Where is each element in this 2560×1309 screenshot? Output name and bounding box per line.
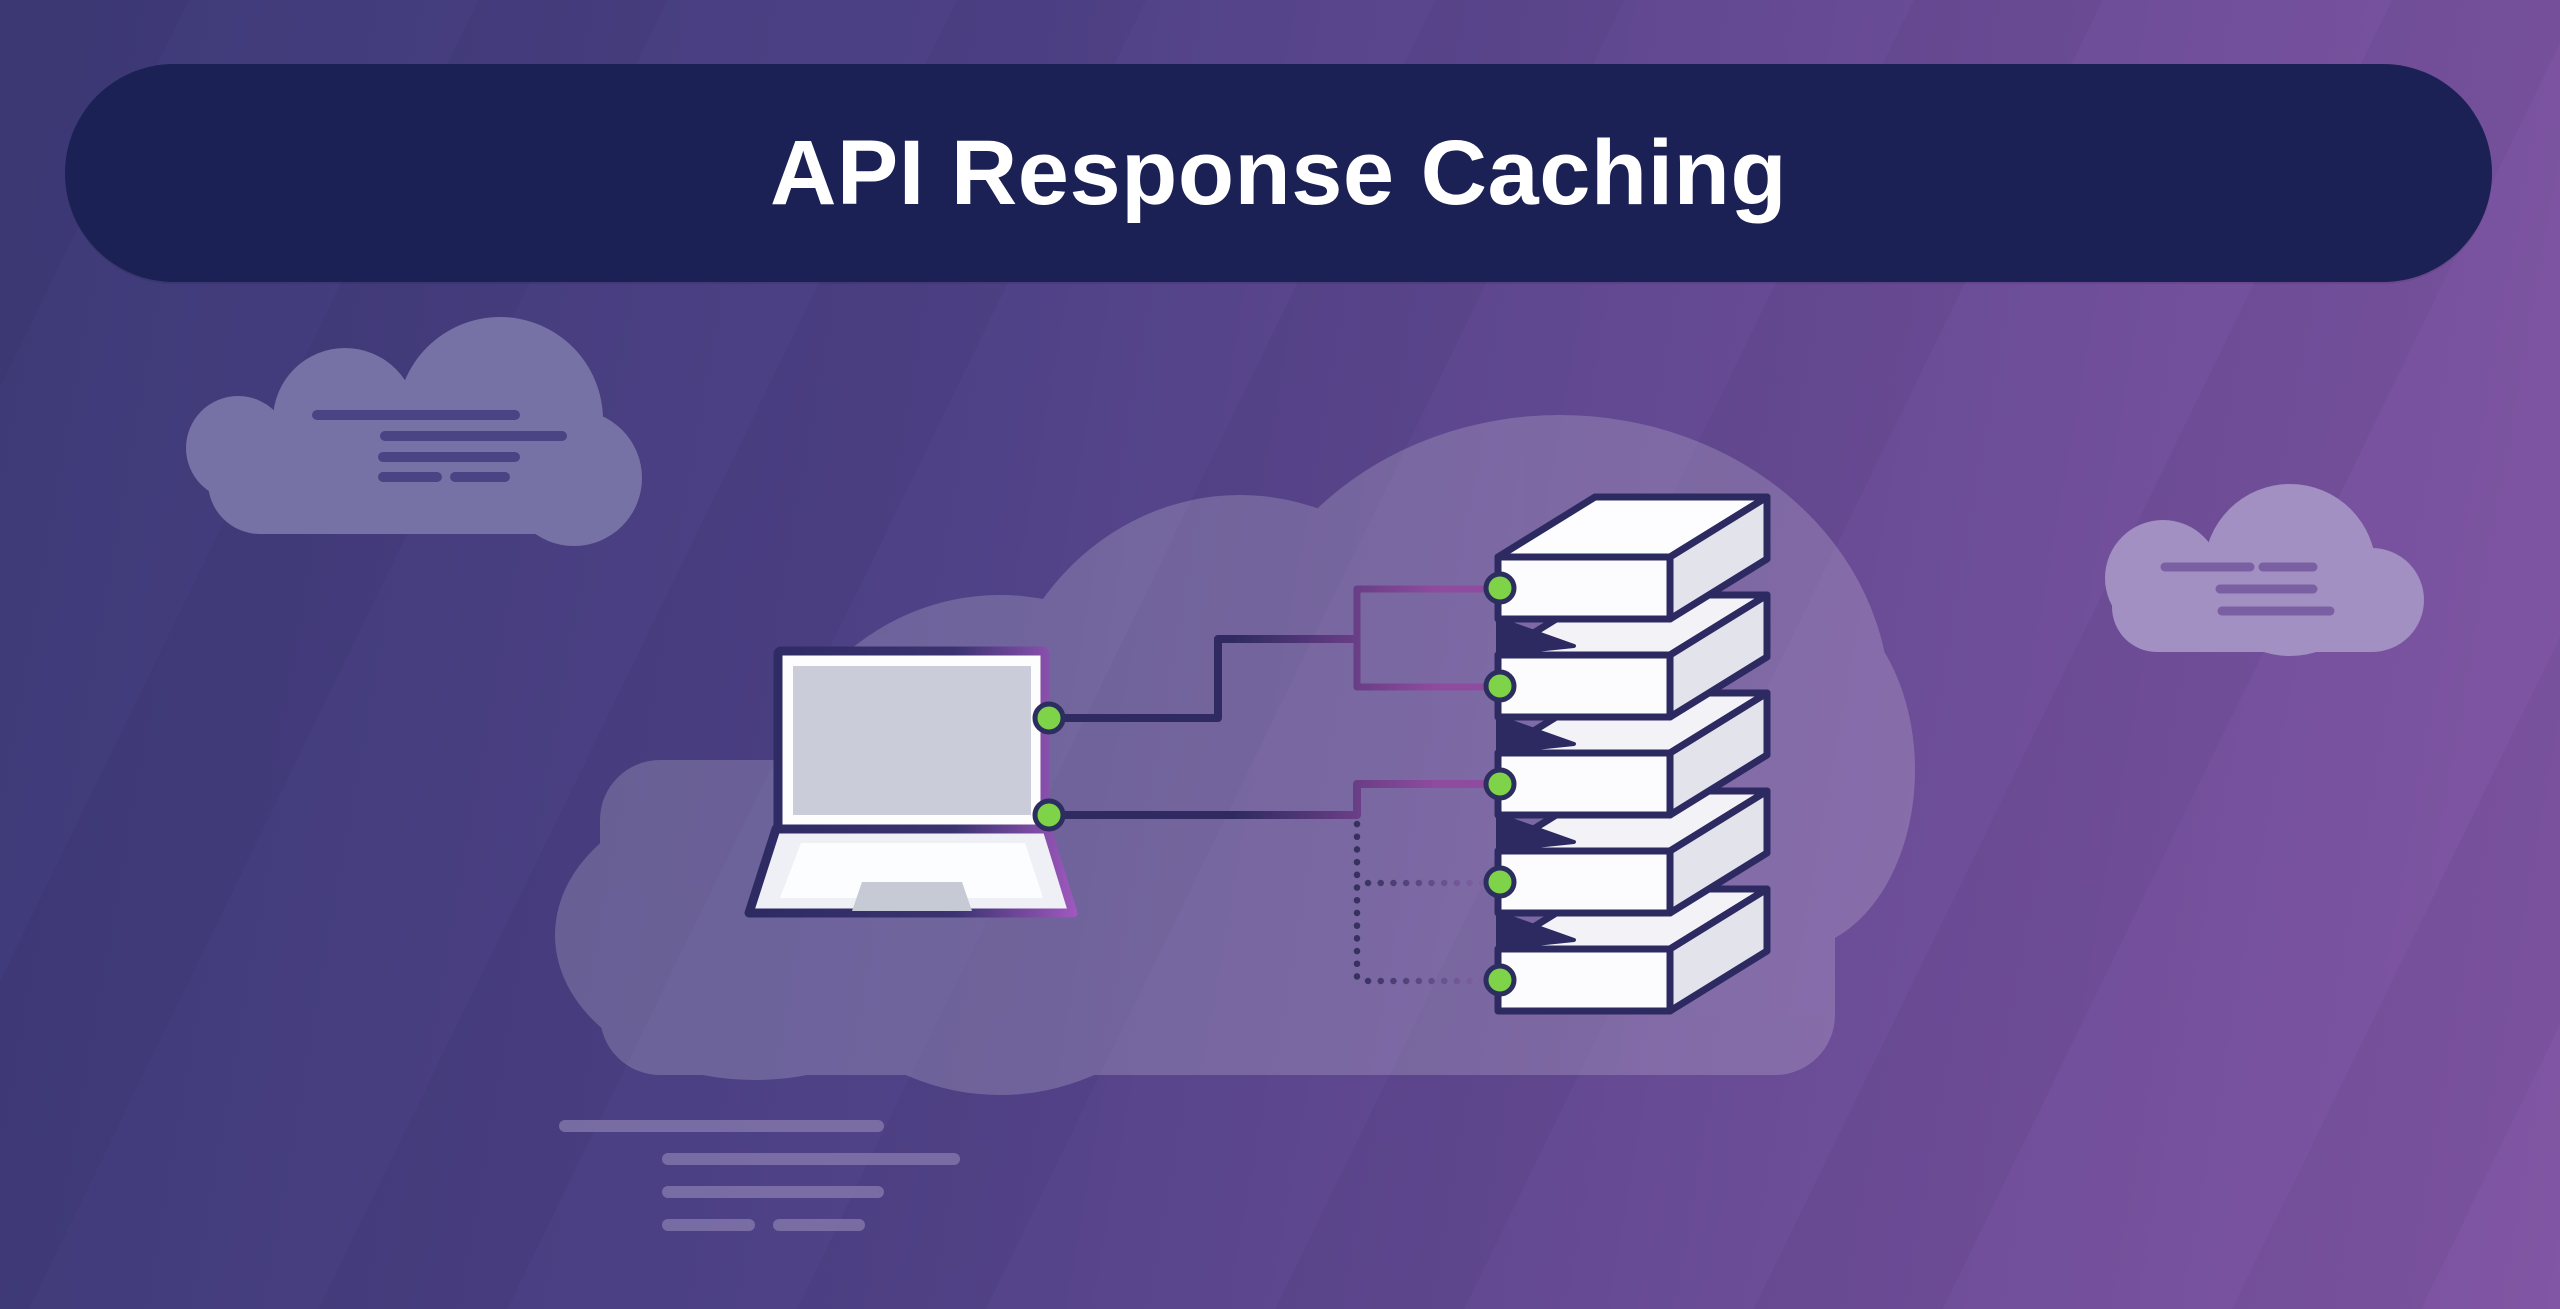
- connection-solid-request-2: [1049, 780, 1500, 819]
- stack-notch: [1496, 617, 1576, 656]
- ghost-text-lines: [559, 1120, 960, 1231]
- server-front-face: [1494, 749, 1674, 819]
- server-port-dot-5: [1483, 963, 1517, 997]
- server-port-dot-3: [1483, 767, 1517, 801]
- laptop-client: [744, 646, 1078, 918]
- server-port-dot-2: [1483, 669, 1517, 703]
- laptop-port-dot-2: [1032, 798, 1066, 832]
- server-stack: [1494, 493, 1771, 1015]
- cloud-right: [2105, 484, 2424, 656]
- server-front-face: [1494, 945, 1674, 1015]
- server-unit-1: [1494, 493, 1771, 623]
- laptop-trackpad: [852, 882, 972, 911]
- stack-notch: [1496, 715, 1576, 754]
- connection-port-dots: [1032, 571, 1517, 997]
- server-unit-4: [1494, 787, 1771, 917]
- stack-notch: [1496, 813, 1576, 852]
- cloud-left: [186, 317, 642, 546]
- server-unit-2: [1494, 591, 1771, 721]
- page-title: API Response Caching: [769, 122, 1788, 224]
- server-front-face: [1494, 847, 1674, 917]
- stack-notch: [1496, 911, 1576, 950]
- server-port-dot-1: [1483, 571, 1517, 605]
- laptop-keyboard: [780, 843, 1043, 898]
- server-front-face: [1494, 553, 1674, 623]
- title-banner: API Response Caching: [65, 64, 2492, 282]
- cloud-lobe: [990, 495, 1490, 1035]
- laptop-port-dot-1: [1032, 701, 1066, 735]
- connections: [1049, 585, 1500, 986]
- connection-solid-bracket: [1353, 585, 1500, 691]
- laptop-screen: [793, 666, 1031, 815]
- cloud-left-text-lines: [312, 410, 567, 482]
- server-front-face: [1494, 651, 1674, 721]
- cloud-right-text-lines: [2160, 562, 2335, 616]
- server-port-dot-4: [1483, 865, 1517, 899]
- connection-solid-request: [1049, 635, 1357, 722]
